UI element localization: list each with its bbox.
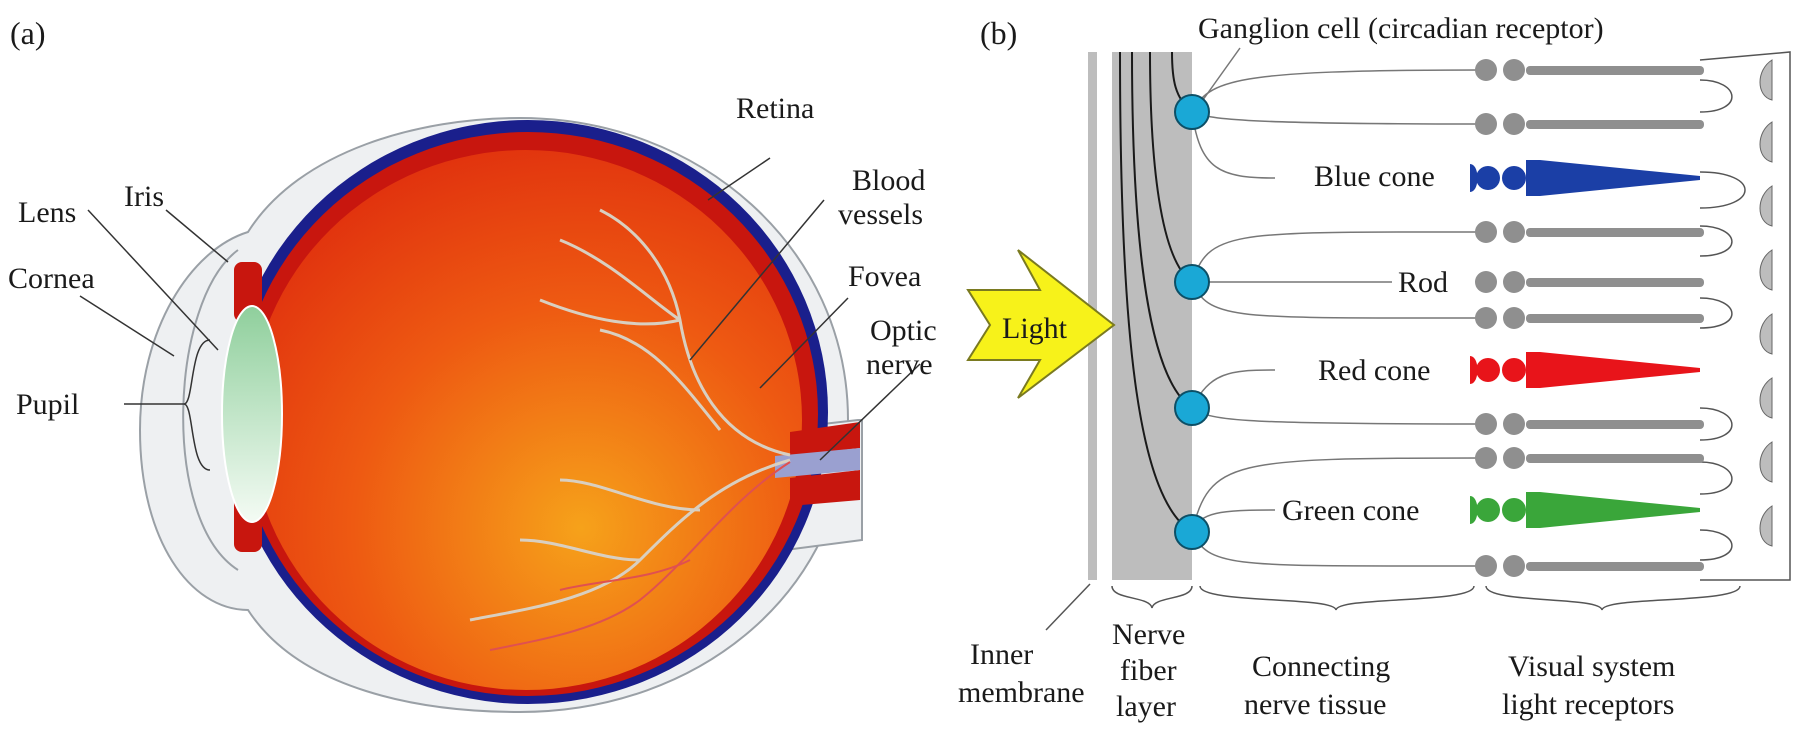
rod-3 — [1475, 221, 1704, 243]
ganglion-leader — [1200, 48, 1240, 104]
label-inner-1: Inner — [970, 638, 1033, 671]
label-conn-1: Connecting — [1252, 650, 1390, 683]
panel-b: (b) Ganglion cell (circadian receptor) L… — [958, 12, 1790, 723]
connecting-nerve-lines — [1192, 70, 1480, 566]
label-vis-1: Visual system — [1508, 650, 1675, 683]
rod-4 — [1475, 271, 1704, 293]
label-nerve-1: Nerve — [1112, 618, 1185, 651]
panel-a-tag: (a) — [10, 15, 46, 51]
receptor-envelope — [1700, 52, 1790, 580]
label-rod: Rod — [1398, 266, 1448, 299]
ganglion-cell-2 — [1175, 265, 1209, 299]
eyeball — [140, 118, 862, 712]
label-blood-line2: vessels — [838, 198, 923, 231]
panel-a: (a) — [8, 15, 937, 712]
label-pupil: Pupil — [16, 388, 79, 421]
label-inner-2: membrane — [958, 676, 1085, 709]
label-nerve-3: layer — [1116, 690, 1176, 723]
label-ganglion-cell: Ganglion cell (circadian receptor) — [1198, 12, 1604, 45]
label-iris: Iris — [124, 180, 164, 213]
rod-6 — [1475, 413, 1704, 435]
label-lens: Lens — [18, 196, 76, 229]
rod-7 — [1475, 447, 1704, 469]
ganglion-cell-1 — [1175, 95, 1209, 129]
label-optic-line2: nerve — [866, 348, 933, 381]
label-vis-2: light receptors — [1502, 688, 1674, 721]
label-red-cone: Red cone — [1318, 354, 1430, 387]
label-light: Light — [1002, 312, 1068, 345]
label-nerve-2: fiber — [1120, 654, 1177, 687]
rod-1 — [1475, 59, 1704, 81]
label-optic-line1: Optic — [870, 314, 937, 347]
panel-b-tag: (b) — [980, 15, 1017, 51]
rod-5 — [1475, 307, 1704, 329]
label-green-cone: Green cone — [1282, 494, 1419, 527]
blue-cone — [1470, 160, 1700, 196]
label-conn-2: nerve tissue — [1244, 688, 1386, 721]
lens — [222, 306, 282, 522]
rod-8 — [1475, 555, 1704, 577]
label-blue-cone: Blue cone — [1314, 160, 1435, 193]
label-blood-line1: Blood — [852, 164, 925, 197]
label-retina: Retina — [736, 92, 814, 125]
red-cone — [1470, 352, 1700, 388]
label-fovea: Fovea — [848, 260, 921, 293]
green-cone — [1470, 492, 1700, 528]
label-cornea: Cornea — [8, 262, 95, 295]
pigment-cells — [1760, 60, 1772, 546]
rod-2 — [1475, 113, 1704, 135]
ganglion-cell-4 — [1175, 515, 1209, 549]
ganglion-cell-3 — [1175, 391, 1209, 425]
